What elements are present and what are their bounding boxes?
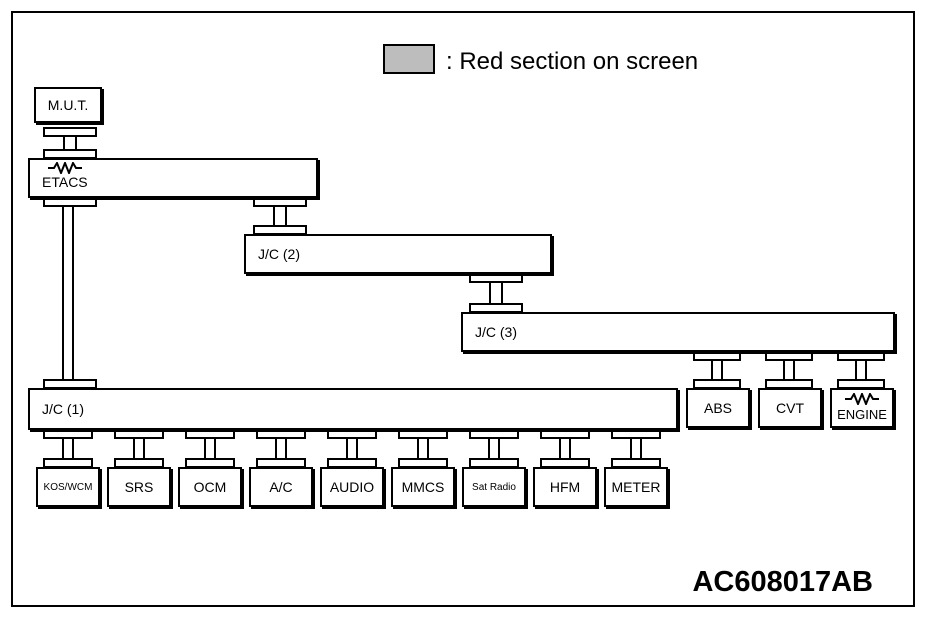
audio-box: AUDIO <box>320 467 384 507</box>
kos-wcm-box: KOS/WCM <box>36 467 100 507</box>
connector-plate <box>837 351 885 361</box>
etacs-box: ETACS <box>28 158 318 198</box>
connector-plate <box>185 458 235 468</box>
hfm-box: HFM <box>533 467 597 507</box>
connector-plate <box>253 197 307 207</box>
ac-label: A/C <box>269 479 293 495</box>
mmcs-box: MMCS <box>391 467 455 507</box>
mut-box: M.U.T. <box>34 87 102 123</box>
connector-plate <box>256 429 306 439</box>
jc1-box: J/C (1) <box>28 388 678 430</box>
connector-plate <box>611 458 661 468</box>
connector-plate <box>114 458 164 468</box>
connector-plate <box>43 197 97 207</box>
connector-plate <box>43 379 97 389</box>
engine-label: ENGINE <box>837 407 887 422</box>
connector-plate <box>540 429 590 439</box>
engine-box: ENGINE <box>830 388 894 428</box>
sat-radio-label: Sat Radio <box>472 481 516 493</box>
connector-plate <box>185 429 235 439</box>
sat-radio-box: Sat Radio <box>462 467 526 507</box>
hfm-label: HFM <box>549 479 581 495</box>
connector-plate <box>256 458 306 468</box>
reference-code: AC608017AB <box>692 566 873 598</box>
legend-text: : Red section on screen <box>446 48 699 75</box>
connector-plate <box>837 379 885 389</box>
kos-wcm-label: KOS/WCM <box>43 481 93 493</box>
connector-plate <box>43 458 93 468</box>
connector-plate <box>469 458 519 468</box>
connector-plate <box>114 429 164 439</box>
connector-plate <box>693 379 741 389</box>
connector-plate <box>398 458 448 468</box>
resistor-icon <box>48 162 82 174</box>
connector-plate <box>469 273 523 283</box>
etacs-label: ETACS <box>42 174 88 190</box>
connector-plate <box>327 429 377 439</box>
jc3-box: J/C (3) <box>461 312 895 352</box>
cvt-label: CVT <box>776 400 804 416</box>
connector-plate <box>327 458 377 468</box>
mut-label: M.U.T. <box>47 97 89 113</box>
meter-label: METER <box>611 479 661 495</box>
abs-label: ABS <box>703 400 732 416</box>
jc2-label: J/C (2) <box>258 246 300 262</box>
ocm-box: OCM <box>178 467 242 507</box>
srs-label: SRS <box>124 479 154 495</box>
srs-box: SRS <box>107 467 171 507</box>
connector-plate <box>765 351 813 361</box>
connector-plate <box>43 429 93 439</box>
jc2-box: J/C (2) <box>244 234 552 274</box>
connector-plate <box>253 225 307 235</box>
connector-plate <box>398 429 448 439</box>
audio-label: AUDIO <box>329 479 375 495</box>
ocm-label: OCM <box>193 479 227 495</box>
abs-box: ABS <box>686 388 750 428</box>
ac-box: A/C <box>249 467 313 507</box>
connector-plate <box>611 429 661 439</box>
connector-plate <box>469 303 523 313</box>
resistor-icon <box>845 393 879 405</box>
connector-plate <box>43 149 97 159</box>
connector-plate <box>540 458 590 468</box>
jc1-label: J/C (1) <box>42 401 84 417</box>
cvt-box: CVT <box>758 388 822 428</box>
connector-plate <box>693 351 741 361</box>
meter-box: METER <box>604 467 668 507</box>
connector-plate <box>469 429 519 439</box>
connector-plate <box>43 127 97 137</box>
diagram-border <box>11 11 915 607</box>
jc3-label: J/C (3) <box>475 324 517 340</box>
mmcs-label: MMCS <box>401 479 445 495</box>
connector-plate <box>765 379 813 389</box>
legend-swatch <box>383 44 435 74</box>
